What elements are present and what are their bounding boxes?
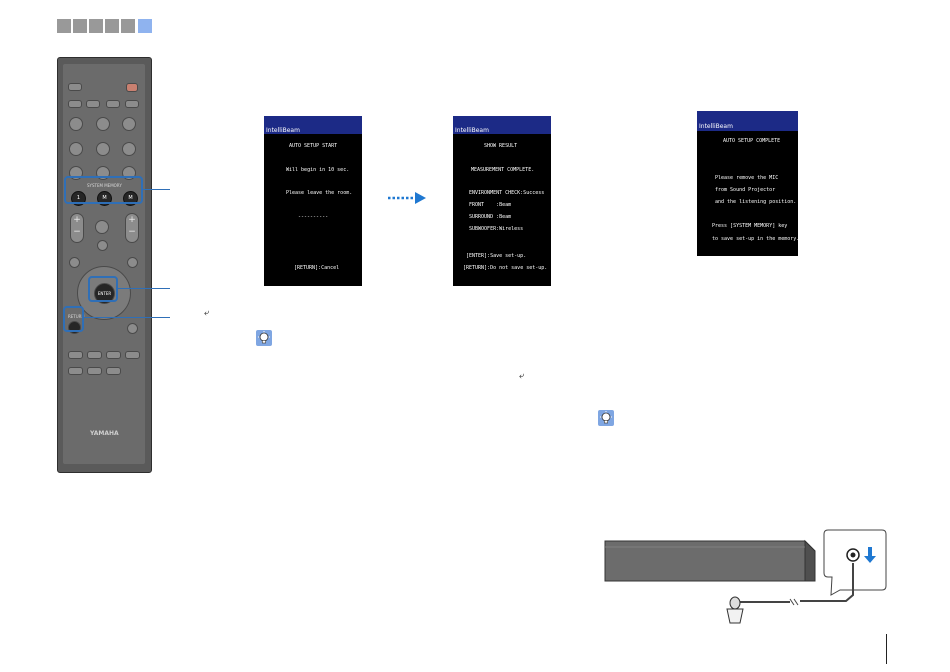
remote-misc-button [127,323,138,334]
remote-input-button [68,83,82,91]
section-marker-1 [57,19,71,33]
osd-line: FRONT :Beam [469,202,512,208]
remote-round-5 [96,142,110,156]
remote-bottom-1 [68,351,83,359]
remote-mid-1 [95,220,109,234]
section-marker-4 [105,19,119,33]
enter-callout-line [118,288,170,289]
osd-screen-show-result: IntelliBeam SHOW RESULT MEASUREMENT COMP… [453,116,551,286]
osd-header [453,116,551,134]
enter-highlight [88,276,118,302]
remote-round-1 [69,117,83,131]
remote-setup-button [69,257,80,268]
system-memory-highlight [64,176,143,204]
osd-line: AUTO SETUP COMPLETE [723,138,781,144]
osd-line: ENVIRONMENT CHECK:Success [469,190,545,196]
sound-projector-illustration [604,529,887,624]
remote-volume-right: +− [125,213,139,243]
osd-header [697,111,798,131]
osd-line: [ENTER]:Save set-up. [466,253,527,259]
tip-lightbulb-icon-2 [598,410,614,426]
osd-line: MEASUREMENT COMPLETE. [471,167,535,173]
remote-input-row-4 [125,100,139,108]
remote-bottom-7 [106,367,121,375]
return-symbol-inline: ⤶ [519,371,525,381]
osd-line: Will begin in 10 sec. [286,167,350,173]
remote-round-6 [122,142,136,156]
osd-screen-auto-setup-start: IntelliBeam AUTO SETUP START Will begin … [264,116,362,286]
remote-input-row-2 [86,100,100,108]
osd-title: IntelliBeam [699,123,733,130]
osd-line: from Sound Projector [715,187,776,193]
section-marker-2 [73,19,87,33]
osd-title: IntelliBeam [266,127,300,134]
page-edge-line [886,634,887,664]
osd-line: SHOW RESULT [484,143,518,149]
remote-control: SYSTEM MEMORY 1 M M +− +− ENTER RETURN Y… [57,57,152,473]
section-marker-3 [89,19,103,33]
remote-mid-2 [97,240,108,251]
osd-title: IntelliBeam [455,127,489,134]
enter-button: ENTER [94,283,115,304]
osd-line: [RETURN]:Do not save set-up. [463,265,548,271]
remote-round-4 [69,142,83,156]
remote-round-2 [96,117,110,131]
osd-line: Please remove the MIC [715,175,779,181]
return-callout-line [84,317,170,318]
remote-bottom-6 [87,367,102,375]
system-memory-label: SYSTEM MEMORY [87,183,122,188]
remote-bottom-5 [68,367,83,375]
remote-bottom-3 [106,351,121,359]
osd-line: SUBWOOFER:Wireless [469,226,524,232]
osd-line: to save set-up in the memory. [712,236,800,242]
osd-line: and the listening position. [715,199,797,205]
remote-bottom-4 [125,351,140,359]
return-highlight [63,306,84,332]
return-label: RETURN [68,314,85,319]
remote-body: SYSTEM MEMORY 1 M M +− +− ENTER RETURN Y… [63,64,145,464]
remote-round-3 [122,117,136,131]
osd-header [264,116,362,134]
remote-brand-logo: YAMAHA [90,430,119,437]
osd-line: Please leave the room. [286,190,353,196]
osd-screen-auto-setup-complete: IntelliBeam AUTO SETUP COMPLETE Please r… [697,111,800,256]
remote-option-button [127,257,138,268]
remote-input-row-3 [106,100,120,108]
return-symbol: ⤶ [204,308,210,318]
osd-line: Press [SYSTEM MEMORY] key [712,223,788,229]
remote-input-row-1 [68,100,82,108]
section-marker-5 [121,19,135,33]
osd-line: AUTO SETUP START [289,143,338,149]
osd-line: [RETURN]:Cancel [294,265,340,271]
next-step-arrow-icon [388,192,426,204]
remote-power-button [126,83,138,92]
osd-line: ---------- [298,214,329,220]
remote-volume-left: +− [70,213,84,243]
osd-line: SURROUND :Beam [469,214,512,220]
tip-lightbulb-icon [256,330,272,346]
remote-bottom-2 [87,351,102,359]
section-marker-6-active [138,19,152,33]
system-memory-callout-line [143,189,170,190]
